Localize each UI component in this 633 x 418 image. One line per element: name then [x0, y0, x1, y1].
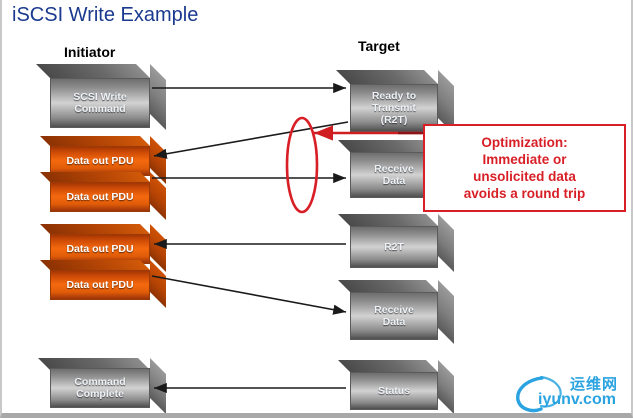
block-side-face [438, 214, 454, 272]
block-receive-data-2[interactable]: Receive Data [338, 280, 454, 344]
block-label-r2t: R2T [350, 226, 438, 268]
block-side-face [150, 172, 166, 220]
block-top-face [336, 70, 438, 84]
logo-domain-text: iyunv.com [538, 391, 616, 408]
block-label-data-out-pdu-1: Data out PDU [50, 146, 150, 176]
block-side-face [150, 64, 166, 130]
block-top-face [40, 260, 150, 270]
site-logo: 运维网 iyunv.com [508, 372, 630, 413]
logo-chinese-text: 运维网 [570, 375, 619, 393]
block-data-out-pdu-4[interactable]: Data out PDU [40, 260, 166, 308]
block-data-out-pdu-1[interactable]: Data out PDU [40, 136, 166, 184]
block-label-receive-data-2: Receive Data [350, 292, 438, 340]
block-side-face [438, 360, 454, 413]
block-data-out-pdu-2[interactable]: Data out PDU [40, 172, 166, 220]
callout-text: Optimization: Immediate or unsolicited d… [463, 135, 586, 201]
arrow-data-out-4-to-receive-data-2 [151, 275, 347, 315]
block-side-face [438, 280, 454, 344]
block-top-face [338, 360, 438, 372]
block-scsi-write-command[interactable]: SCSI Write Command [36, 64, 166, 130]
red-ellipse-highlight [285, 116, 319, 214]
block-side-face [150, 260, 166, 308]
block-label-scsi-write-command: SCSI Write Command [50, 78, 150, 128]
callout-optimization[interactable]: Optimization: Immediate or unsolicited d… [423, 124, 626, 212]
block-top-face [338, 280, 438, 292]
page-title: iSCSI Write Example [12, 4, 199, 26]
block-label-data-out-pdu-4: Data out PDU [50, 270, 150, 300]
block-command-complete[interactable]: Command Complete [38, 358, 166, 413]
block-top-face [36, 64, 150, 78]
arrow-r2t-to-data-out-1 [153, 121, 349, 159]
block-top-face [40, 224, 150, 234]
block-label-status: Status [350, 372, 438, 410]
block-top-face [40, 136, 150, 146]
block-r2t[interactable]: R2T [338, 214, 454, 272]
column-header-target: Target [358, 38, 400, 54]
block-top-face [40, 172, 150, 182]
block-side-face [150, 358, 166, 413]
block-top-face [338, 214, 438, 226]
block-label-command-complete: Command Complete [50, 368, 150, 408]
block-status[interactable]: Status [338, 360, 454, 413]
logo-swoosh-icon [516, 375, 562, 413]
block-ready-to-transmit[interactable]: Ready to Transmit (R2T) [336, 70, 454, 134]
block-label-data-out-pdu-2: Data out PDU [50, 182, 150, 212]
column-header-initiator: Initiator [64, 44, 116, 60]
